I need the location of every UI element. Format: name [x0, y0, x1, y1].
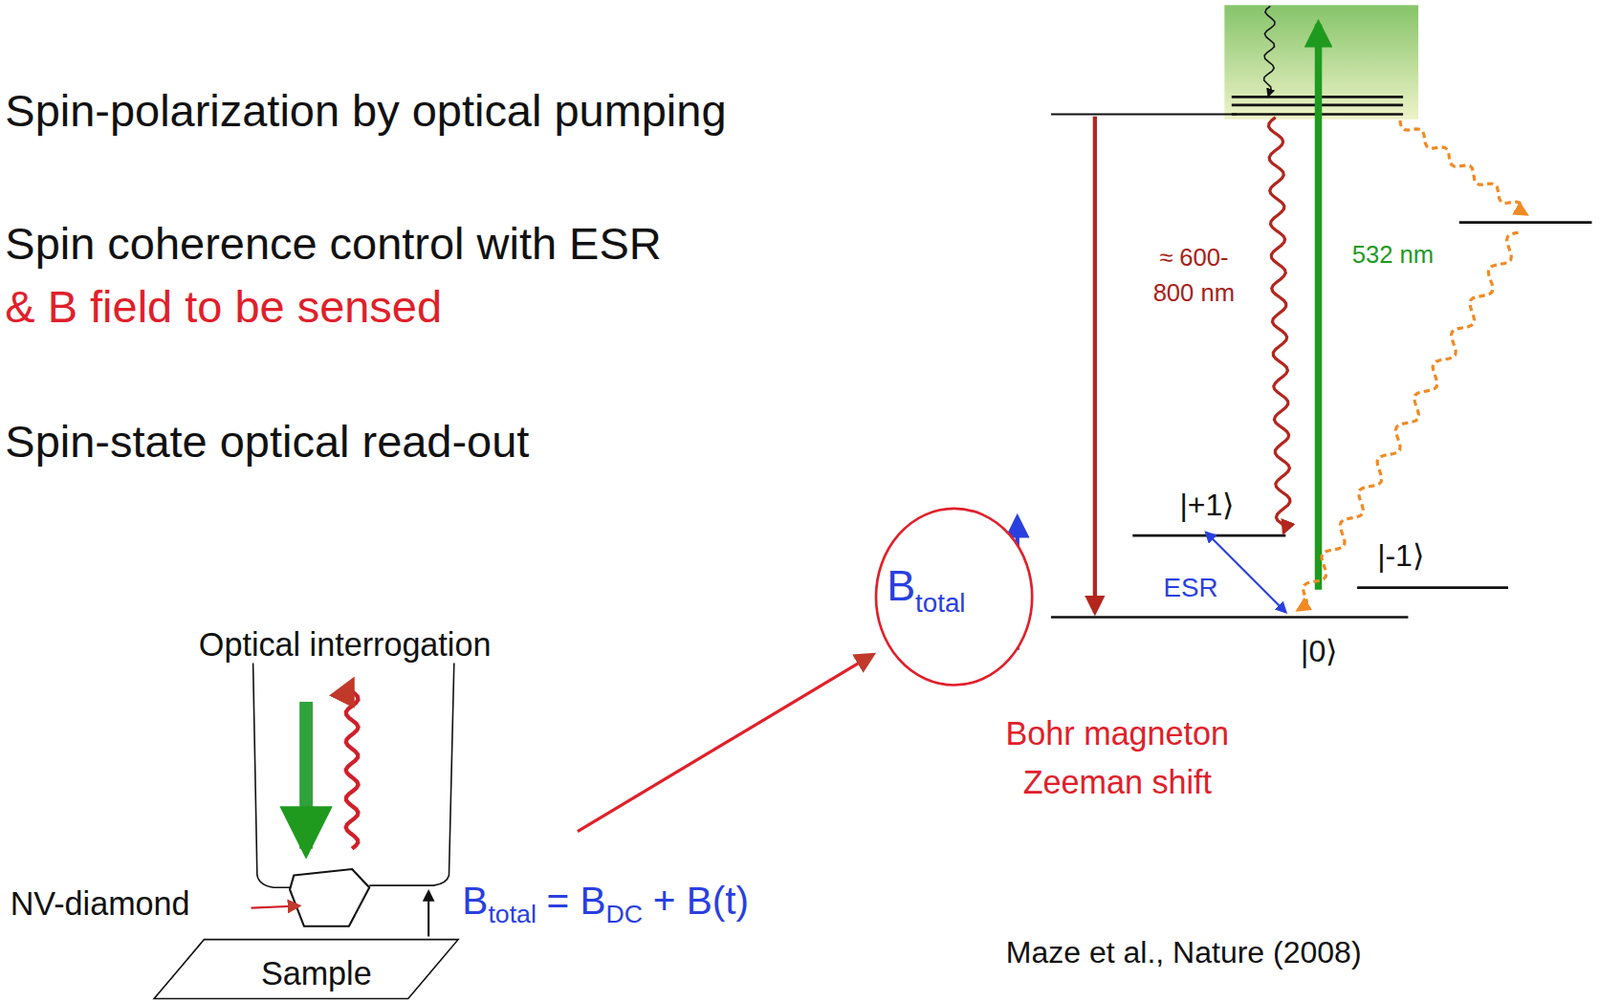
- subscript: DC: [605, 899, 643, 929]
- text-label: Bohr magneton Zeeman shift: [994, 709, 1240, 808]
- sample-plane: Sample: [153, 939, 460, 1001]
- wave-arrow: [1264, 5, 1275, 96]
- level-0: [1051, 615, 1408, 619]
- text-label: Spin coherence control with ESR: [4, 218, 661, 270]
- text-label: Spin-polarization by optical pumping: [4, 86, 726, 138]
- subscript: total: [487, 899, 536, 929]
- wave-arrow: [1269, 117, 1291, 533]
- text-label: ≈ 600- 800 nm: [1147, 241, 1240, 310]
- text-label: Spin-state optical read-out: [4, 416, 529, 468]
- wave-arrow: [1400, 120, 1527, 215]
- outline: [153, 940, 459, 1000]
- equation-part: + B(t): [653, 879, 749, 923]
- level-minus1: [1357, 586, 1509, 590]
- equation-part: B: [461, 879, 488, 923]
- metastable-level: [1459, 220, 1593, 224]
- text-label: |0⟩: [1300, 635, 1338, 671]
- equation: Btotal = BDC + B(t): [461, 879, 749, 930]
- node-text: Sample: [261, 954, 373, 992]
- text-label: Maze et al., Nature (2008): [1006, 935, 1362, 971]
- text-label: |+1⟩: [1179, 487, 1235, 524]
- node-label: B: [886, 562, 916, 611]
- text-label: 532 nm: [1352, 241, 1434, 269]
- nv-diamond: [289, 869, 370, 927]
- text-label: |-1⟩: [1377, 538, 1425, 574]
- text-label: & B field to be sensed: [4, 281, 442, 333]
- text-label: Optical interrogation: [198, 626, 492, 664]
- equation-part: = B: [546, 879, 606, 923]
- subscript: total: [915, 587, 965, 618]
- text-label: ESR: [1163, 573, 1219, 605]
- outline: [876, 508, 1032, 686]
- wave-arrow: [1297, 232, 1518, 611]
- text-label: NV-diamond: [10, 885, 191, 923]
- node-text: Btotal: [886, 562, 965, 619]
- node-label: Sample: [261, 954, 373, 991]
- field-ellipse: Btotal: [874, 506, 1033, 687]
- wave-arrow: [346, 681, 359, 850]
